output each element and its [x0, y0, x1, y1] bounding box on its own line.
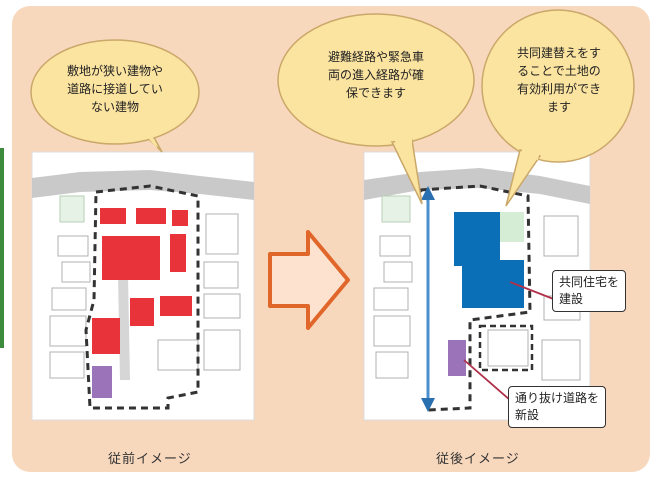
before-site-map [31, 151, 255, 421]
housing-label: 共同住宅を 建設 [552, 270, 627, 312]
rebuild-bubble-line-2: ることで土地の [517, 64, 601, 78]
new-housing-building [454, 212, 524, 308]
right-arrow-icon [268, 230, 350, 330]
evacuation-bubble-line-3: 保できます [345, 86, 406, 100]
rebuild-bubble-line-1: 共同建替えをす [516, 46, 601, 60]
evacuation-bubble-line-1: 避難経路や緊急車 [327, 50, 424, 64]
housing-leader-line [509, 281, 557, 301]
rebuild-bubble-text: 共同建替えをす ることで土地の 有効利用ができ ます [494, 44, 624, 116]
before-bubble-line-2: 道路に接道してい [67, 82, 163, 96]
before-bubble-line-3: ない建物 [90, 100, 139, 114]
before-caption: 従前イメージ [108, 452, 192, 467]
road-label-line-1: 通り抜け道路を [515, 391, 600, 405]
rebuild-speech-bubble [481, 9, 635, 207]
housing-label-line-2: 建設 [559, 292, 584, 306]
before-speech-bubble [30, 39, 200, 153]
housing-label-line-1: 共同住宅を [559, 275, 620, 289]
old-small-building [92, 366, 112, 398]
through-road-area [478, 324, 534, 372]
evacuation-bubble-text: 避難経路や緊急車 両の進入経路が確 保できます [298, 48, 454, 102]
after-caption: 従後イメージ [436, 452, 520, 467]
after-small-building [448, 340, 466, 376]
before-bubble-text: 敷地が狭い建物や 道路に接道してい ない建物 [40, 62, 190, 116]
before-bubble-line-1: 敷地が狭い建物や [66, 64, 163, 78]
evacuation-speech-bubble [277, 13, 475, 205]
side-accent-strip [0, 148, 4, 348]
before-site-boundary [84, 184, 200, 410]
evacuation-bubble-line-2: 両の進入経路が確 [327, 68, 424, 82]
rebuild-bubble-line-4: ます [546, 100, 571, 114]
road-label-line-2: 新設 [515, 408, 540, 422]
rebuild-bubble-line-3: 有効利用ができ [516, 82, 601, 96]
road-leader-line [463, 359, 511, 401]
old-buildings [92, 208, 192, 354]
through-road-label: 通り抜け道路を 新設 [508, 386, 607, 428]
